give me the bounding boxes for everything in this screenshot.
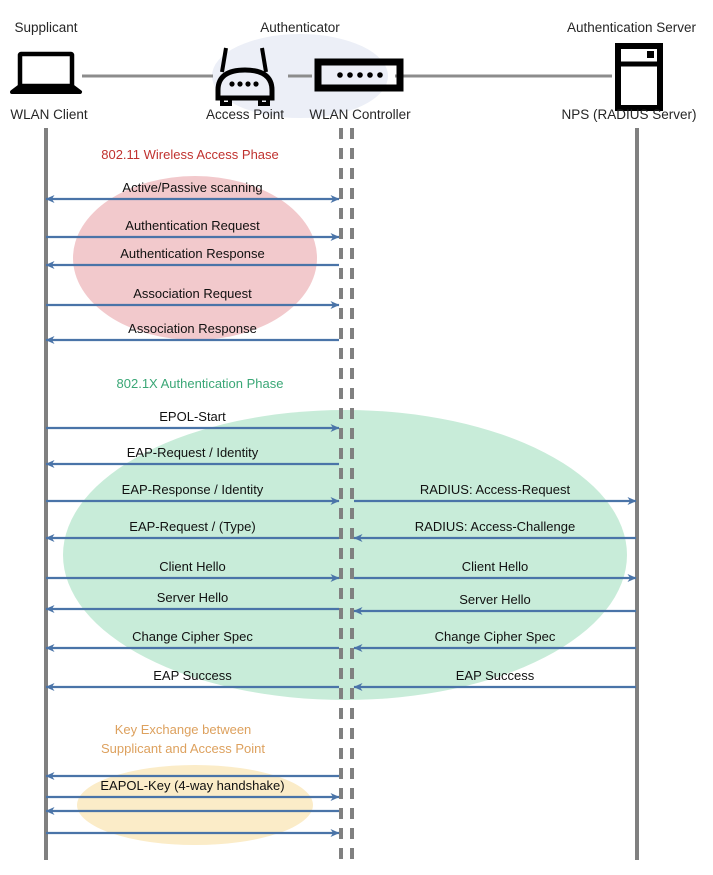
phase-label-wireless-access: 802.11 Wireless Access Phase — [101, 147, 279, 162]
device-label-wlan-controller: WLAN Controller — [309, 107, 411, 122]
left-message-arrows — [45, 195, 340, 837]
laptop-icon — [10, 51, 82, 94]
message-label-eap-request-identity: EAP-Request / Identity — [126, 445, 259, 460]
message-label-authentication-request: Authentication Request — [125, 218, 260, 233]
message-label-association-request: Association Request — [133, 286, 252, 301]
phase-label-key-exchange-line2: Supplicant and Access Point — [100, 741, 266, 756]
phase-label-dot1x-authentication: 802.1X Authentication Phase — [116, 376, 284, 391]
role-heading-authenticator: Authenticator — [260, 20, 340, 35]
right-message-arrows — [353, 497, 637, 691]
wireless-router-icon — [215, 47, 275, 106]
device-label-wlan-client: WLAN Client — [10, 107, 88, 122]
message-label-eapol-start: EPOL-Start — [159, 409, 226, 424]
message-label-active-passive-scanning: Active/Passive scanning — [122, 180, 263, 195]
server-tower-icon — [615, 43, 663, 111]
device-label-nps-radius-server: NPS (RADIUS Server) — [561, 107, 697, 122]
message-label-change-cipher-spec-right: Change Cipher Spec — [434, 629, 556, 644]
phase-label-key-exchange-line1: Key Exchange between — [114, 722, 252, 737]
message-label-client-hello-right: Client Hello — [461, 559, 529, 574]
message-label-eap-request-type: EAP-Request / (Type) — [129, 519, 256, 534]
device-label-access-point: Access Point — [205, 107, 285, 122]
message-label-server-hello-left: Server Hello — [156, 590, 229, 605]
role-heading-supplicant: Supplicant — [14, 20, 78, 35]
message-label-association-response: Association Response — [128, 321, 257, 336]
message-label-radius-access-challenge: RADIUS: Access-Challenge — [414, 519, 576, 534]
message-label-eap-response-identity: EAP-Response / Identity — [121, 482, 264, 497]
message-label-client-hello-left: Client Hello — [159, 559, 226, 574]
network-switch-icon — [314, 58, 404, 92]
role-heading-authentication-server: Authentication Server — [566, 20, 697, 35]
dot1x-authentication-phase-ellipse — [63, 410, 627, 700]
key-exchange-phase-ellipse — [77, 765, 313, 845]
message-label-server-hello-right: Server Hello — [459, 592, 531, 607]
message-label-radius-access-request: RADIUS: Access-Request — [419, 482, 571, 497]
message-label-eap-success-left: EAP Success — [153, 668, 232, 683]
wireless-access-phase-ellipse — [73, 176, 317, 340]
message-label-authentication-response: Authentication Response — [120, 246, 265, 261]
message-label-eap-success-right: EAP Success — [455, 668, 535, 683]
message-label-change-cipher-spec-left: Change Cipher Spec — [132, 629, 253, 644]
message-label-eapol-key-2: EAPOL-Key (4-way handshake) — [100, 778, 285, 793]
